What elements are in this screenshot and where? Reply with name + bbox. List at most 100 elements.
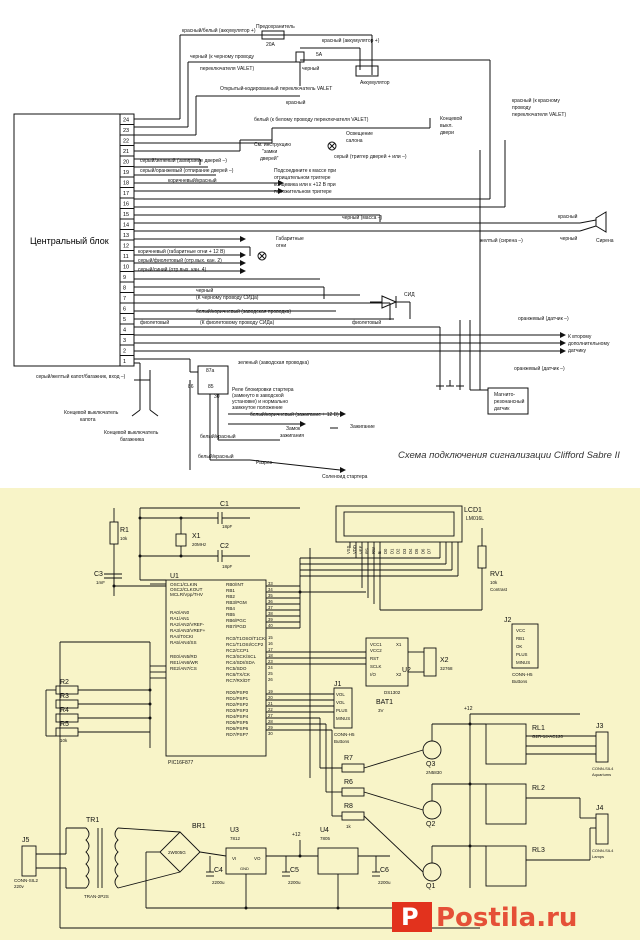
r1-resistor xyxy=(109,521,119,545)
label-white-brown-starter: белый/коричневый (заводская проводка) xyxy=(196,308,291,315)
x2-label: X2 xyxy=(440,657,449,664)
label-note-3: концевика или к +12 В при xyxy=(274,182,336,188)
pin-number: 12 xyxy=(123,244,129,250)
tr1-label: TR1 xyxy=(86,817,99,824)
u1-left-pin: OSC1/CLKIN xyxy=(170,582,197,587)
u1-right-pin-number: 33 xyxy=(268,581,273,586)
lcd-pin: VSS xyxy=(346,545,351,554)
j3-connector xyxy=(595,731,609,763)
label-magnetic-sensor-3: датчик xyxy=(494,406,510,412)
label-hood-switch-1: Концевой выключатель xyxy=(64,409,119,416)
j3-part: CONN-SIL4 xyxy=(592,766,614,771)
bat1-value: 3V xyxy=(378,708,384,713)
rl1-relay xyxy=(485,723,527,765)
u1-right-pin: RD6/PSP6 xyxy=(226,726,249,731)
pin-number: 11 xyxy=(123,254,129,260)
c4-label: C4 xyxy=(214,867,223,874)
label-fuse-5a: 5А xyxy=(316,52,323,58)
pin-number: 10 xyxy=(123,265,129,271)
label-cabin-light-2: салона xyxy=(346,138,363,144)
label-red-battery: красный (аккумулятор +) xyxy=(322,37,380,44)
label-second-sensor-1: К второму xyxy=(568,334,592,340)
label-valet-switch: переключателя VALET) xyxy=(200,66,254,72)
q1-label: Q1 xyxy=(426,883,435,890)
u4-part: 7805 xyxy=(320,836,331,841)
lcd-pin: VDD xyxy=(352,545,357,554)
q2-label: Q2 xyxy=(426,821,435,828)
u1-right-pin: RB0/INT xyxy=(226,582,244,587)
u1-right-pin: RC1/T1OSI/CCP2 xyxy=(226,642,264,647)
label-black-led-1: черный xyxy=(196,287,214,294)
u1-right-pin: RC0/T1OSO/T1CKI xyxy=(226,636,266,641)
u1-left-pin: RA0/AN0 xyxy=(170,610,190,615)
label-black-valet: черный (к черному проводу xyxy=(190,53,254,60)
label-orange-sensor: оранжевый (датчик –) xyxy=(518,315,569,322)
u4-label: U4 xyxy=(320,827,329,834)
br1-label: BR1 xyxy=(192,823,206,830)
j2-label: J2 xyxy=(504,617,512,624)
lcd-pin: D4 xyxy=(408,548,413,554)
label-open-coded-switch: Открытый-кодированный переключатель VALE… xyxy=(220,85,332,92)
label-grey-yellow: серый/желтый капот/багажник, вход –) xyxy=(36,373,126,380)
u1-right-pin-number: 40 xyxy=(268,623,273,628)
central-unit-label: Центральный блок xyxy=(30,236,109,246)
label-orange-sensor-2: оранжевый (датчик –) xyxy=(514,365,565,372)
label-instruction-2: "замки xyxy=(262,149,277,155)
u1-right-pin-number: 26 xyxy=(268,677,273,682)
u1-right-pin-number: 24 xyxy=(268,665,273,670)
u1-right-pin: RC6/TX/CK xyxy=(226,672,251,677)
label-trunk-switch-1: Концевой выключатель xyxy=(104,429,159,436)
lcd-pin: D1 xyxy=(389,548,394,554)
pic-schematic-svg: OSC1/CLKINOSC2/CLKOUTMCLR/Vpp/THVRA0/AN0… xyxy=(14,501,614,933)
u3-label: U3 xyxy=(230,827,239,834)
label-door-switch-1: Концевой xyxy=(440,115,462,122)
u1-left-pin: RE1/AN6/WR xyxy=(170,660,199,665)
label-relay-note-4: замкнутое положение xyxy=(232,405,283,411)
label-ignition: Зажигание xyxy=(350,424,375,430)
label-white-red: белый/красный xyxy=(200,433,236,440)
u1-right-pin: RC2/CCP1 xyxy=(226,648,249,653)
label-red-valet-3: переключателя VALET) xyxy=(512,112,566,118)
j1-pin: VOL xyxy=(336,692,345,697)
j5-value: 220v xyxy=(14,884,25,889)
c6-label: C6 xyxy=(380,867,389,874)
c2-value: 18pF xyxy=(222,564,233,569)
u1-right-pin-number: 35 xyxy=(268,593,273,598)
u1-mcu-box xyxy=(165,579,267,757)
j4-part: CONN-SIL4 xyxy=(592,848,614,853)
label-red-white-battery: красный/белый (аккумулятор +) xyxy=(182,27,256,34)
u1-right-pin: RC5/SDO xyxy=(226,666,247,671)
u1-right-pin-number: 23 xyxy=(268,659,273,664)
label-white-brown-ign: белый/коричневый (зажигание + 12 В) xyxy=(250,411,339,418)
label-purple-2: фиолетовый xyxy=(352,319,381,326)
label-starter-solenoid: Соленоид стартера xyxy=(322,474,368,480)
c3-value: 1mF xyxy=(96,580,105,585)
j5-label: J5 xyxy=(22,837,30,844)
pin-number: 24 xyxy=(123,118,129,124)
u1-right-pin-number: 22 xyxy=(268,707,273,712)
j1-desc: Buttons xyxy=(334,739,350,744)
magnetic-sensor-box xyxy=(487,387,529,415)
label-brown-park: коричневый (габаритные огни + 12 В) xyxy=(138,248,225,255)
u2-rtc-box xyxy=(365,637,409,687)
lcd1-part: LM016L xyxy=(466,516,484,522)
pin-number: 13 xyxy=(123,233,129,239)
u1-right-pin: RD2/PSP2 xyxy=(226,702,249,707)
lcd-pin: D3 xyxy=(402,548,407,554)
label-second-sensor-2: дополнительному xyxy=(568,341,610,347)
u1-right-pin: RB3/PGM xyxy=(226,600,247,605)
label-cabin-light-1: Освещение xyxy=(346,131,373,137)
j5-connector xyxy=(21,845,37,877)
u1-right-pin-number: 37 xyxy=(268,605,273,610)
q2-transistor xyxy=(422,800,442,820)
pin-number: 4 xyxy=(123,328,126,334)
r1-value: 10k xyxy=(120,536,128,541)
pin-number: 3 xyxy=(123,338,126,344)
pin-number: 5 xyxy=(123,317,126,323)
label-red-valet-2: проводу xyxy=(512,105,531,111)
label-purple-led: (К фиолетовому проводу СИДа) xyxy=(200,320,275,326)
u1-right-pin-number: 29 xyxy=(268,725,273,730)
label-green-starter: зеленый (заводская проводка) xyxy=(238,359,309,366)
j2-pin: OK xyxy=(516,644,522,649)
